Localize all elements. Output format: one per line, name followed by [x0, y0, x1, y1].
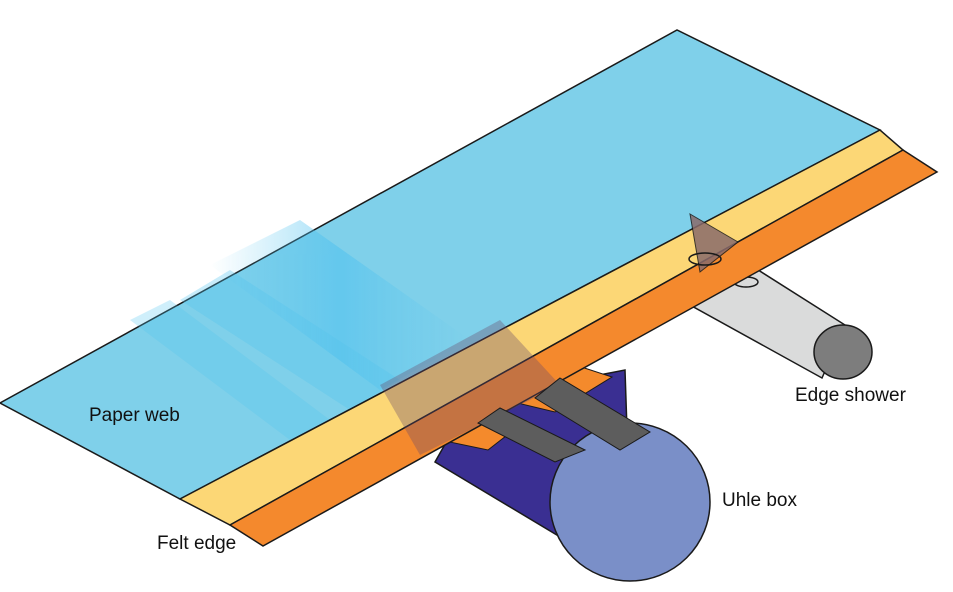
blade-upper	[534, 377, 651, 451]
uhle-box-label: Uhle box	[722, 490, 797, 511]
web-streak	[130, 300, 330, 440]
web-streak	[180, 270, 400, 410]
felt-shadow	[380, 320, 560, 455]
uhle-box-blades	[477, 377, 651, 463]
felt-edge-label: Felt edge	[157, 533, 237, 554]
edge-shower-end	[813, 324, 873, 380]
web-streaks	[130, 220, 470, 440]
paper-web-label: Paper web	[89, 405, 180, 426]
edge-shower-spray	[689, 213, 739, 273]
blade-lower	[477, 407, 587, 463]
web-streak	[210, 220, 470, 390]
edge-shower-label: Edge shower	[795, 385, 906, 406]
spray-nozzle-ring	[688, 252, 722, 266]
felt-edge	[228, 149, 939, 547]
